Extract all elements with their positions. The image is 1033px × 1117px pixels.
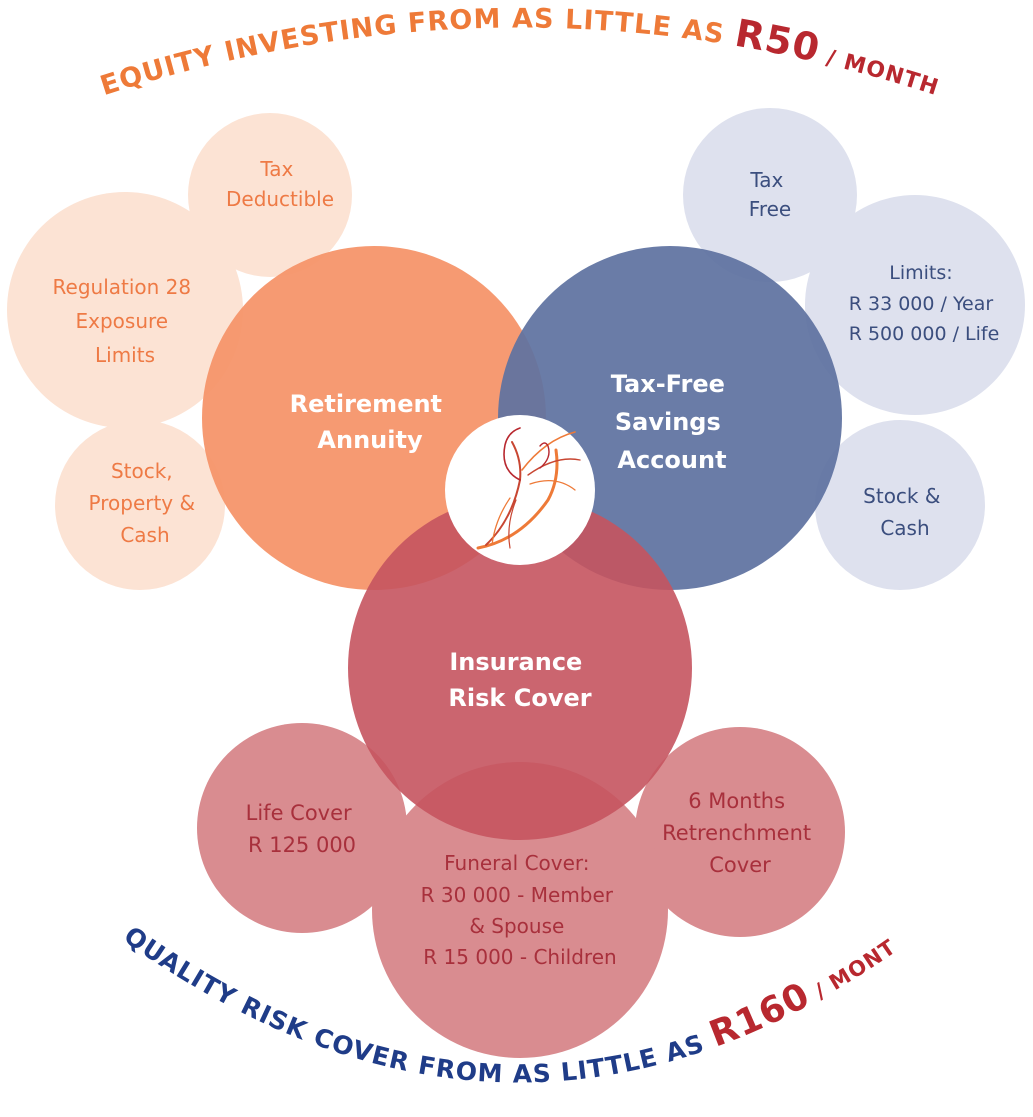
phoenix-bird-icon bbox=[476, 427, 581, 550]
logo bbox=[445, 415, 595, 565]
bottom-banner-amount: R160 bbox=[704, 975, 817, 1056]
regulation-28-bubble bbox=[7, 192, 243, 428]
top-banner: EQUITY INVESTING FROM AS LITTLE AS R50 /… bbox=[97, 3, 942, 102]
top-banner-text: EQUITY INVESTING FROM AS LITTLE AS bbox=[97, 3, 738, 102]
top-banner-suffix: / MONTH bbox=[815, 44, 941, 102]
top-banner-amount: R50 bbox=[732, 11, 825, 71]
limits-label: Limits: R 33 000 / Year R 500 000 / Life bbox=[849, 262, 1000, 345]
life-cover-bubble bbox=[197, 723, 407, 933]
life-cover-label: Life Cover R 125 000 bbox=[246, 801, 359, 857]
logo-background bbox=[445, 415, 595, 565]
tfsa-features bbox=[683, 108, 1025, 590]
tax-free-label: Tax Free bbox=[749, 168, 791, 221]
retirement-features bbox=[7, 113, 352, 590]
insurance-risk-cover-circle bbox=[348, 496, 692, 840]
tax-free-bubble bbox=[683, 108, 857, 282]
tax-deductible-label: Tax Deductible bbox=[226, 157, 334, 211]
funeral-cover-label: Funeral Cover: R 30 000 - Member & Spous… bbox=[421, 851, 620, 969]
insurance-risk-cover-label: Insurance Risk Cover bbox=[448, 648, 591, 712]
retrenchment-label: 6 Months Retrenchment Cover bbox=[662, 789, 818, 877]
stock-property-cash-label: Stock, Property & Cash bbox=[89, 459, 202, 547]
retirement-annuity-label: Retirement Annuity bbox=[290, 390, 451, 454]
stock-cash-bubble bbox=[815, 420, 985, 590]
regulation-28-label: Regulation 28 Exposure Limits bbox=[53, 275, 198, 367]
stock-property-cash-bubble bbox=[55, 420, 225, 590]
limits-bubble bbox=[805, 195, 1025, 415]
insurance-features bbox=[197, 723, 845, 1058]
stock-cash-label: Stock & Cash bbox=[863, 484, 947, 540]
tax-deductible-bubble bbox=[188, 113, 352, 277]
funeral-cover-bubble bbox=[372, 762, 668, 1058]
tax-free-savings-label: Tax-Free Savings Account bbox=[611, 370, 734, 474]
retrenchment-bubble bbox=[635, 727, 845, 937]
